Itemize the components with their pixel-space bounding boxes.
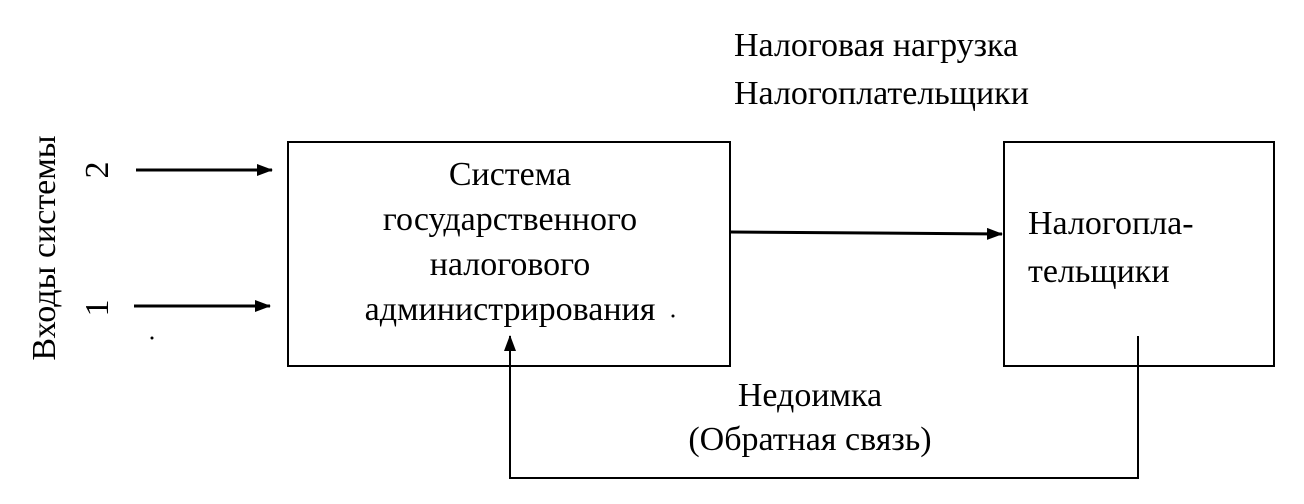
tax-burden-label-line1: Налоговая нагрузка	[734, 27, 1019, 64]
feedback-label-line1: Недоимка	[737, 377, 883, 414]
feedback-label-line2: (Обратная связь)	[688, 421, 932, 458]
right-box-line2: тельщики	[1028, 253, 1170, 290]
main-box-line4: администрирования	[364, 291, 656, 328]
dot-mark	[671, 314, 675, 318]
input-number-2-text: 2	[79, 161, 116, 179]
tax-burden-label: Налоговая нагрузка Налогоплательщики	[734, 22, 1029, 118]
feedback-loop-line	[504, 335, 1139, 479]
main-box-line1: Система	[448, 156, 572, 193]
taxpayers-box-text: Налогопла- тельщики	[1028, 200, 1194, 296]
input-number-1-text: 1	[79, 299, 116, 317]
input-number-2: 2	[78, 150, 118, 190]
tax-burden-arrow	[729, 227, 1003, 240]
main-system-box-text: Система государственного налогового адми…	[290, 152, 730, 332]
main-box-line2: государственного	[382, 201, 638, 238]
feedback-label: Недоимка (Обратная связь)	[600, 374, 1020, 462]
system-inputs-label: Входы системы	[20, 118, 70, 378]
input-number-1: 1	[78, 288, 118, 328]
dot-mark	[150, 336, 154, 340]
main-box-line3: налогового	[429, 246, 591, 283]
tax-burden-label-line2: Налогоплательщики	[734, 75, 1029, 112]
system-inputs-label-text: Входы системы	[26, 135, 63, 361]
right-box-line1: Налогопла-	[1028, 205, 1194, 242]
